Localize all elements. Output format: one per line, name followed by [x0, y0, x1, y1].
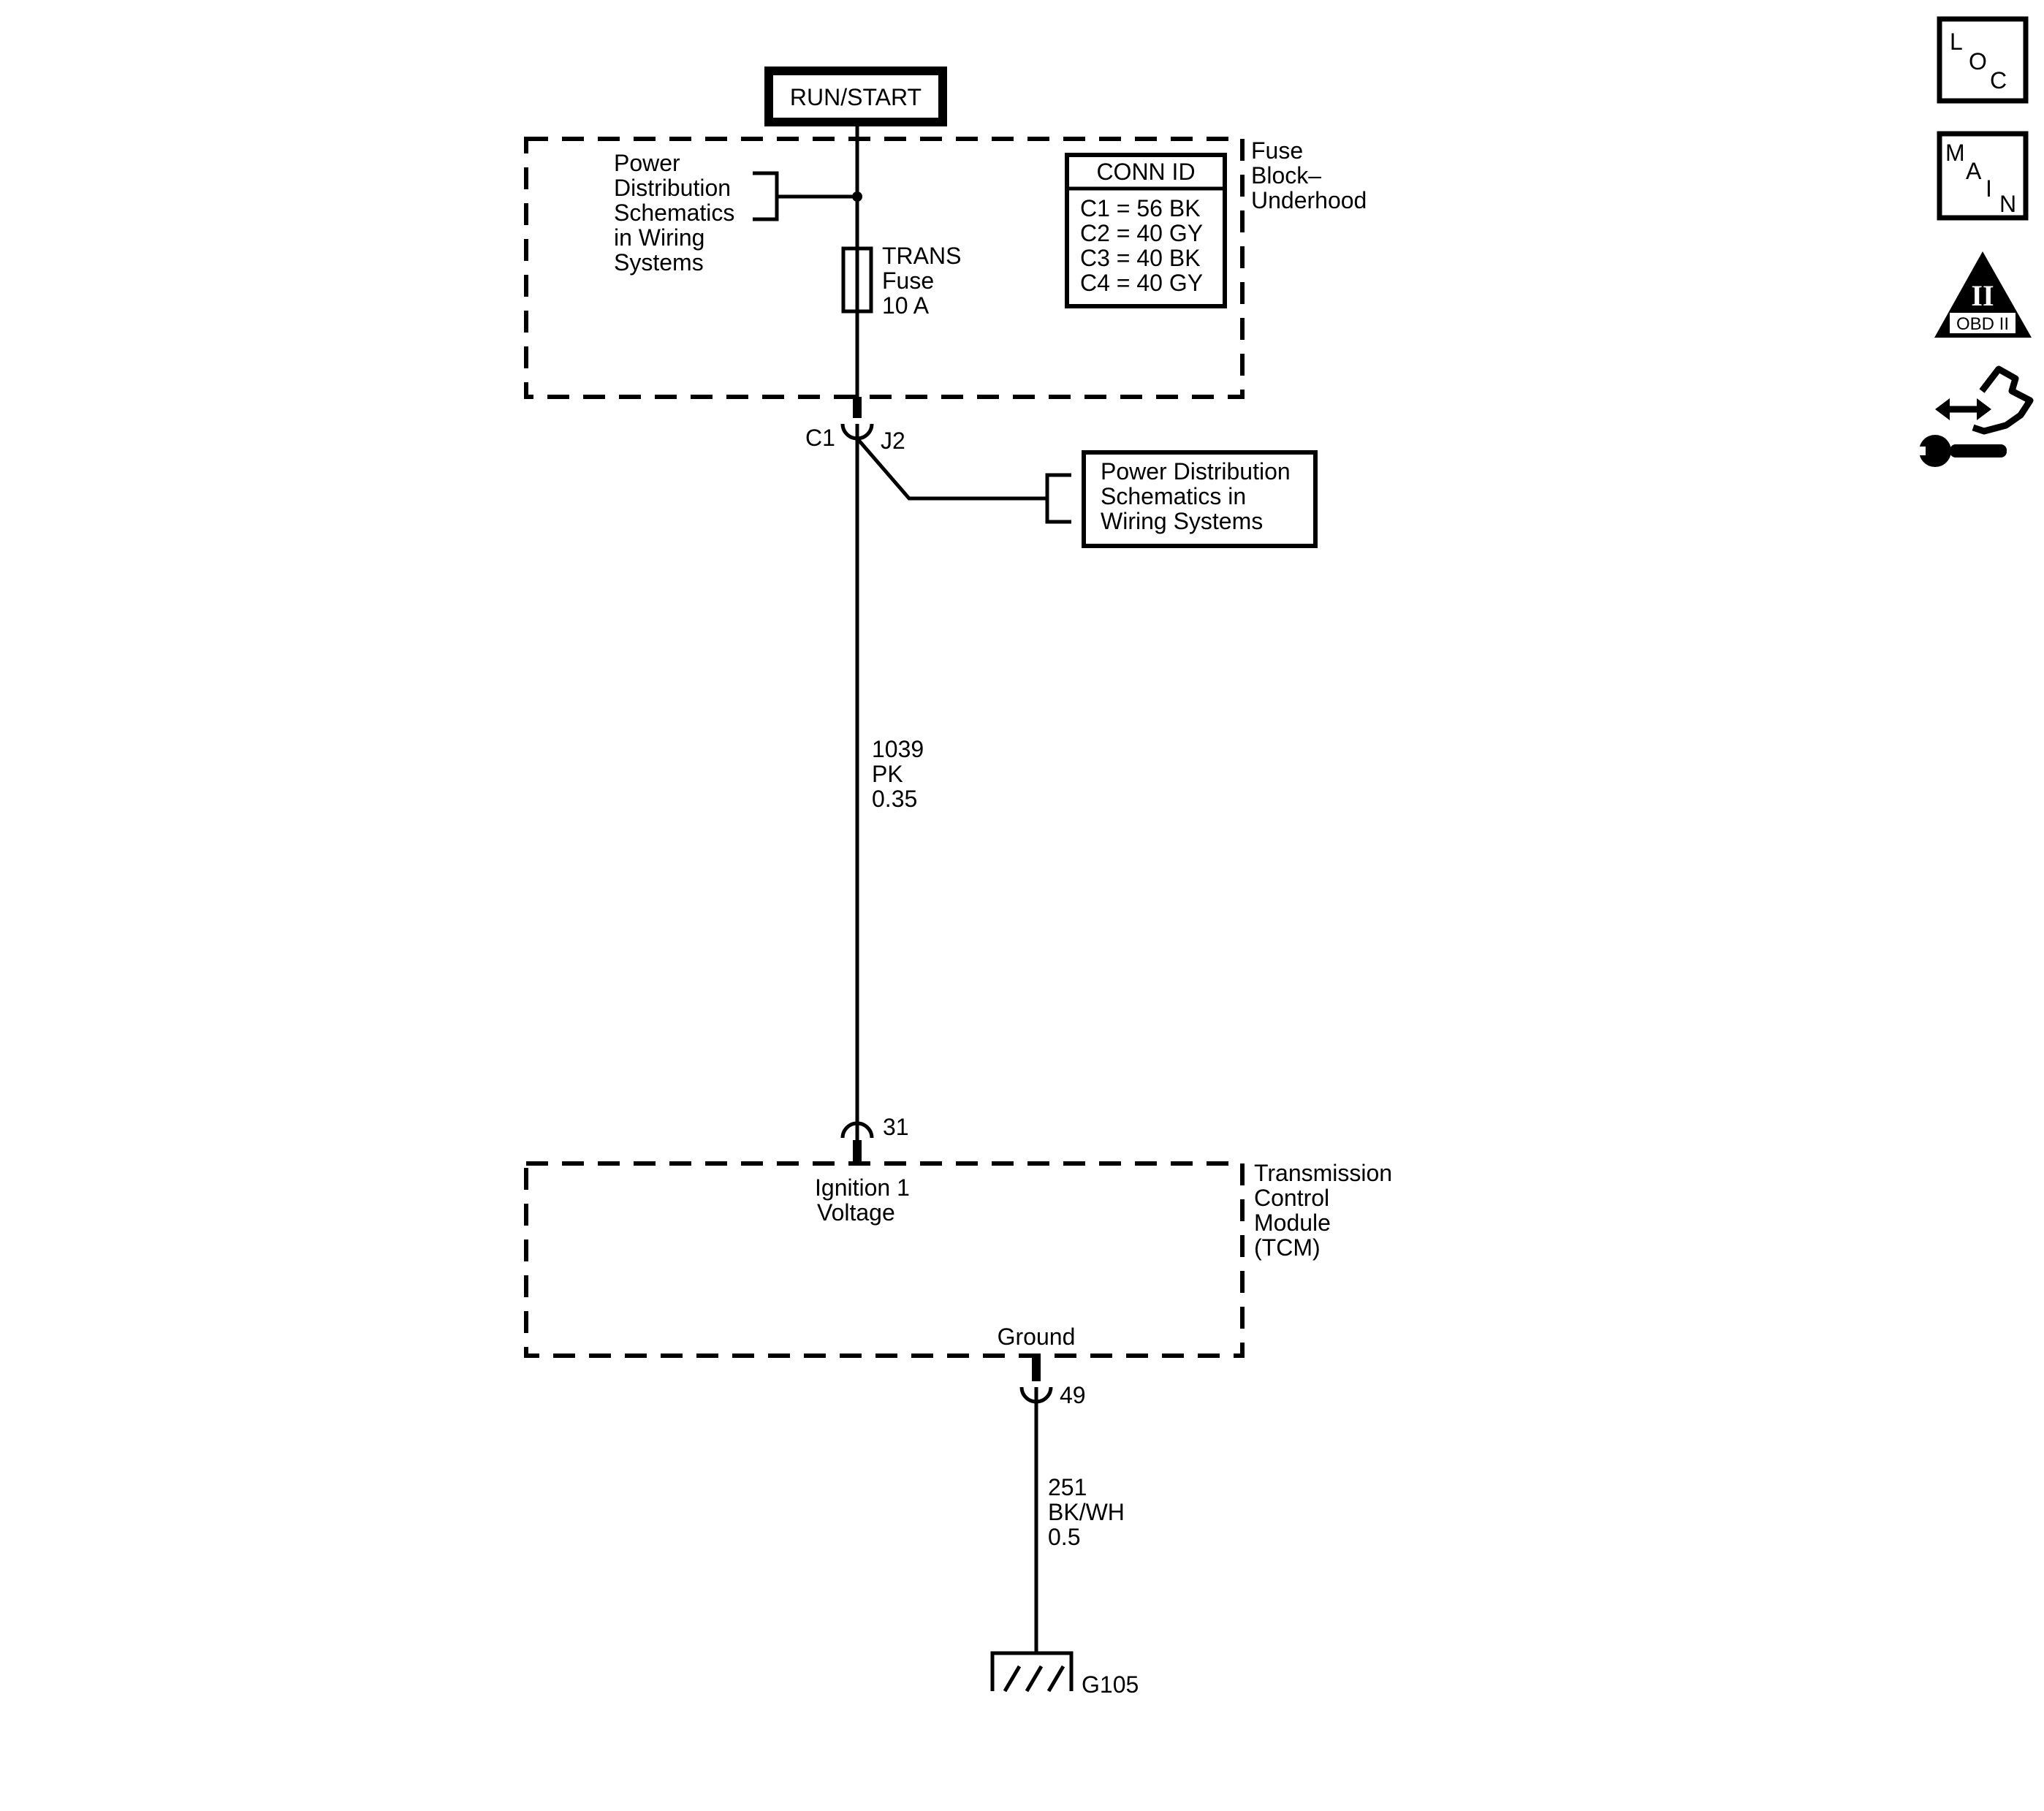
ignition-voltage-input-label: Ignition 1 Voltage: [815, 1174, 916, 1226]
svg-text:L: L: [1950, 29, 1963, 55]
conn-id-row: C4 = 40 GY: [1080, 270, 1203, 296]
ignition-circuit-label: 1039 PK 0.35: [872, 736, 930, 812]
conn-id-table: CONN ID C1 = 56 BK C2 = 40 GY C3 = 40 BK…: [1065, 153, 1227, 308]
svg-text:Power Distribution: Power Distribution Schematics in Wiring …: [614, 150, 741, 276]
fuse-block-name: Fuse Block– Underhood: [1251, 137, 1367, 213]
svg-text:A: A: [1966, 158, 1982, 184]
ground-g105[interactable]: G105: [990, 1651, 1139, 1698]
tcm-module: Transmission Control Module (TCM) Igniti…: [524, 1160, 1399, 1358]
svg-text:M: M: [1945, 140, 1965, 166]
trans-fuse[interactable]: TRANS Fuse 10 A: [841, 243, 968, 319]
conn-id-row: C1 = 56 BK: [1080, 195, 1201, 221]
connector-c1-label: C1: [805, 425, 835, 451]
conn-id-title: CONN ID: [1096, 159, 1195, 185]
svg-text:N: N: [1999, 191, 2016, 217]
run-start-label: RUN/START: [790, 84, 922, 110]
pin-49-label: 49: [1060, 1382, 1086, 1408]
splice-branch-wire: [856, 437, 1047, 501]
tcm-pin-49: 49: [1019, 1356, 1086, 1408]
conn-id-row: C2 = 40 GY: [1080, 220, 1203, 246]
tcm-ground-label: Ground: [998, 1324, 1076, 1350]
svg-text:OBD II: OBD II: [1956, 314, 2009, 334]
obd-ii-icon[interactable]: II OBD II: [1934, 251, 2032, 338]
loc-icon[interactable]: L O C: [1937, 16, 2029, 104]
splice-reference[interactable]: Power Distribution Schematics in Wiring …: [1045, 450, 1318, 548]
tcm-name: Transmission Control Module (TCM): [1254, 1160, 1399, 1261]
svg-text:I: I: [1986, 175, 1992, 202]
cavity-j2-label: J2: [881, 428, 905, 454]
svg-text:II: II: [1971, 279, 1994, 312]
ground-g105-label: G105: [1082, 1671, 1139, 1698]
repair-wrench-icon[interactable]: [1914, 365, 2034, 467]
run-start-source: RUN/START: [764, 67, 947, 126]
trans-fuse-label: TRANS Fuse 10 A: [882, 243, 968, 319]
main-icon[interactable]: M A I N: [1937, 131, 2029, 221]
conn-id-row: C3 = 40 BK: [1080, 245, 1201, 271]
ground-circuit-label: 251 BK/WH 0.5: [1048, 1474, 1131, 1550]
svg-text:O: O: [1969, 48, 1987, 75]
fuse-feed-reference[interactable]: Power Distribution Schematics in Wiring …: [614, 150, 857, 276]
connector-c1-j2: C1 J2: [805, 397, 905, 454]
svg-text:C: C: [1990, 67, 2007, 94]
fuse-block-underhood: Fuse Block– Underhood: [524, 137, 1367, 399]
tcm-pin-31: 31: [840, 1114, 909, 1163]
pin-31-label: 31: [883, 1114, 909, 1140]
svg-text:Power Distribution Schem: Power Distribution Schematics in Wiring …: [1101, 458, 1297, 534]
